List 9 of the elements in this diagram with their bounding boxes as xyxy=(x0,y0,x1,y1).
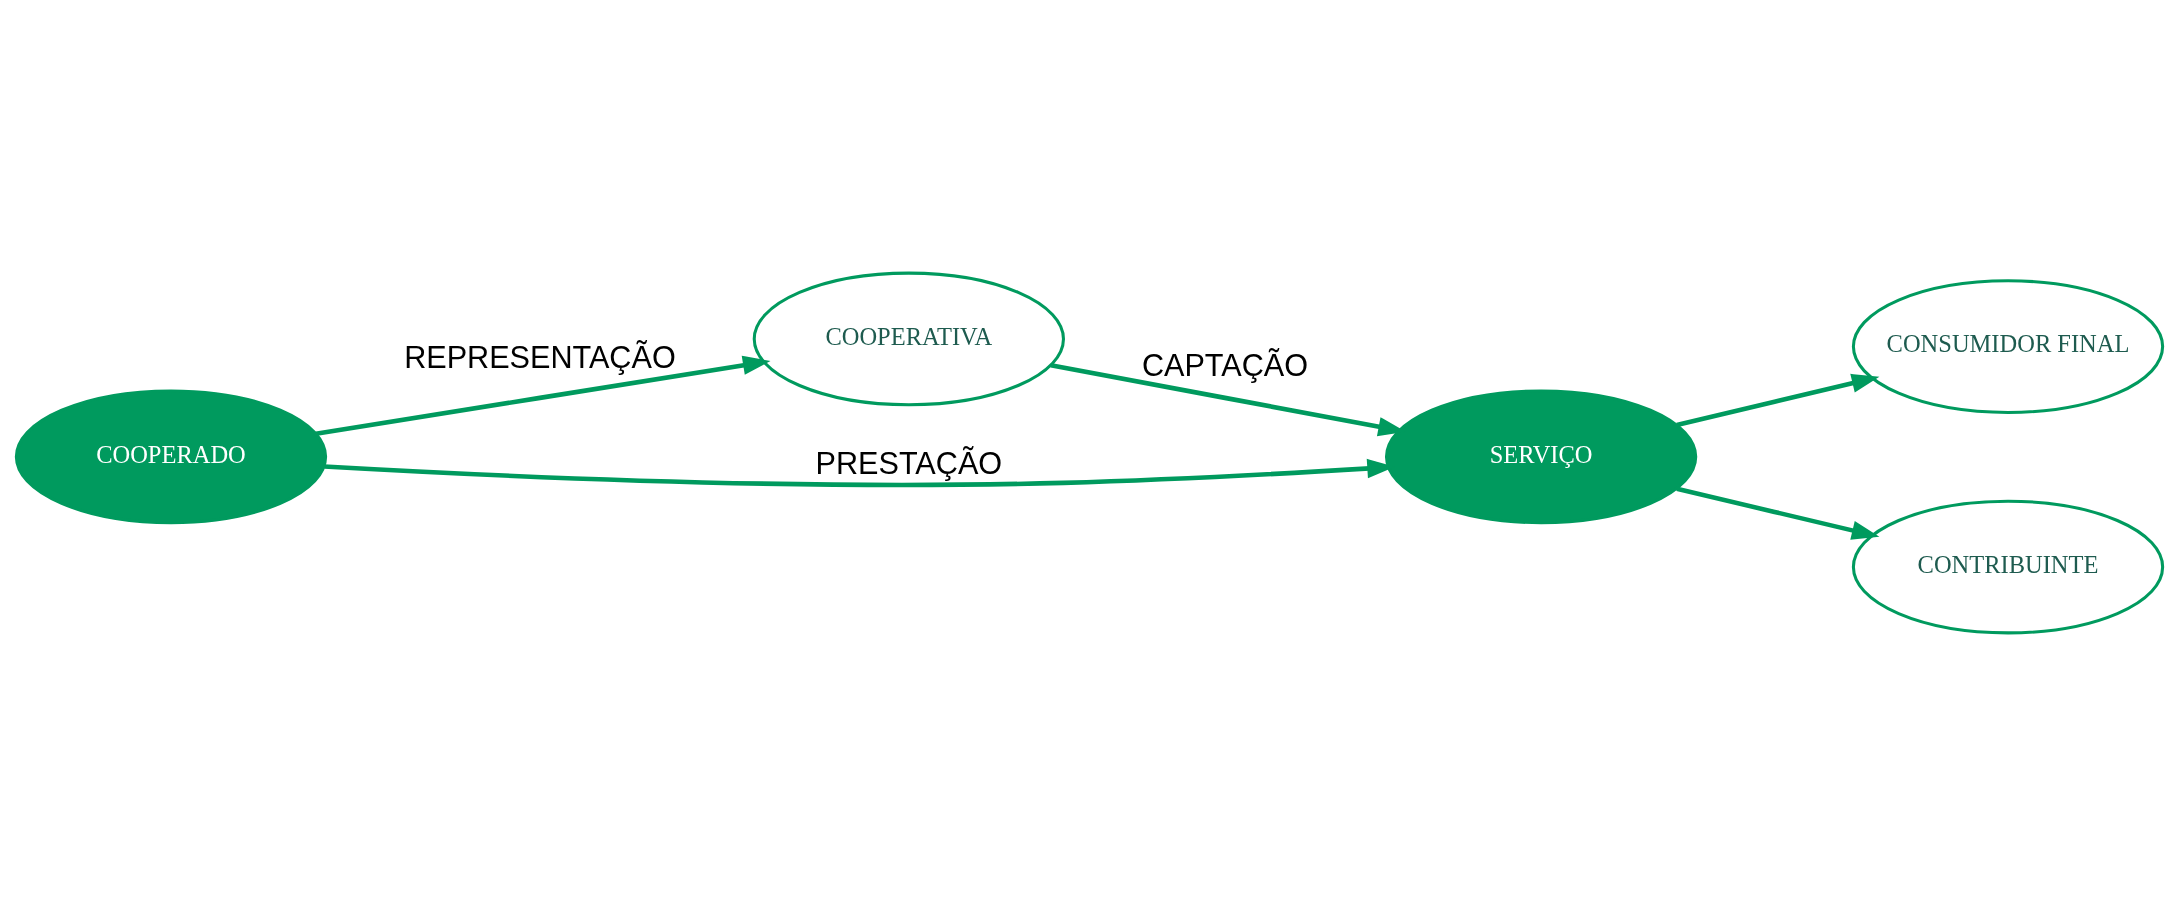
edge-label: PRESTAÇÃO xyxy=(815,445,1003,480)
edge-label: CAPTAÇÃO xyxy=(1141,347,1309,382)
node-ellipse: COOPERADO xyxy=(14,389,328,525)
arrow xyxy=(1676,373,1880,428)
node-ellipse: SERVIÇO xyxy=(1384,389,1698,525)
arrow xyxy=(315,355,771,437)
arrow xyxy=(1676,486,1880,540)
edge-label: REPRESENTAÇÃO xyxy=(404,340,676,375)
node-ellipse: COOPERATIVA xyxy=(752,271,1065,407)
